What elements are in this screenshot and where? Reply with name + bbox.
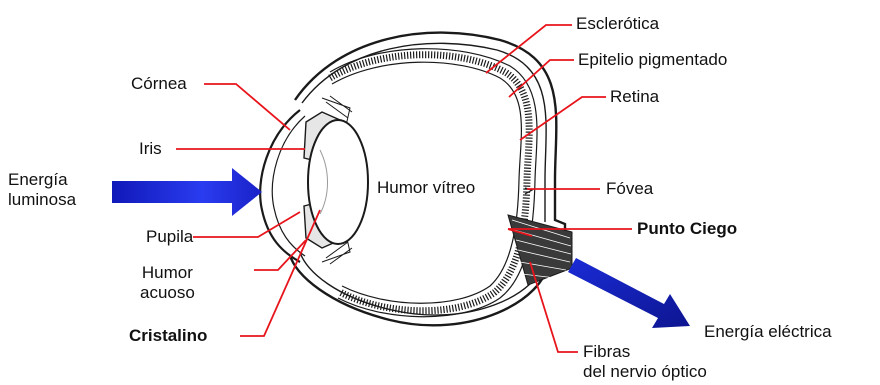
label-cristalino: Cristalino: [129, 326, 207, 346]
label-fibras-line1: Fibras: [583, 342, 707, 362]
label-humor-acuoso-line1: Humor: [140, 263, 195, 283]
label-fibras-nervio-optico: Fibras del nervio óptico: [583, 342, 707, 382]
label-humor-acuoso: Humor acuoso: [140, 263, 195, 303]
label-energia-luminosa-line2: luminosa: [8, 190, 76, 210]
label-iris: Iris: [139, 139, 162, 159]
label-punto-ciego: Punto Ciego: [637, 219, 737, 239]
label-epitelio-pigmentado: Epitelio pigmentado: [578, 50, 727, 70]
label-cornea: Córnea: [131, 74, 187, 94]
label-humor-acuoso-line2: acuoso: [140, 283, 195, 303]
light-energy-arrow: [112, 168, 262, 216]
label-fovea: Fóvea: [606, 179, 653, 199]
label-humor-vitreo: Humor vítreo: [377, 178, 475, 198]
label-energia-luminosa: Energía luminosa: [8, 170, 76, 210]
label-esclerotica: Esclerótica: [576, 14, 659, 34]
electric-energy-arrow: [568, 258, 690, 328]
label-energia-electrica: Energía eléctrica: [704, 322, 832, 342]
label-fibras-line2: del nervio óptico: [583, 362, 707, 382]
label-pupila: Pupila: [146, 227, 193, 247]
label-retina: Retina: [610, 87, 659, 107]
label-energia-luminosa-line1: Energía: [8, 170, 76, 190]
cornea-outline: [260, 110, 300, 262]
optic-nerve: [508, 215, 572, 285]
lens-shape: [308, 120, 368, 244]
